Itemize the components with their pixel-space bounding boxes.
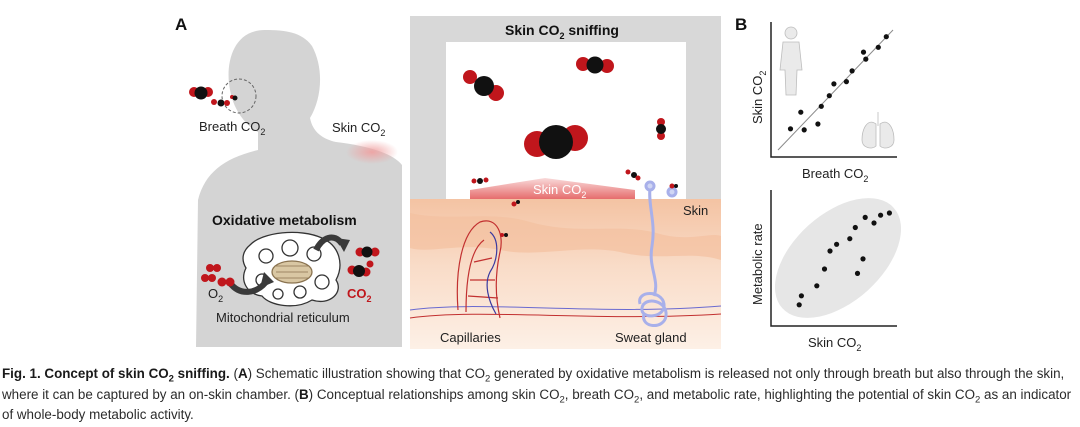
metabolism-title: Oxidative metabolism xyxy=(212,212,357,228)
top-scatter-chart xyxy=(770,22,897,158)
caption-b-tag: B xyxy=(299,386,309,402)
bottom-xlabel: Skin CO2 xyxy=(808,335,861,353)
bottom-data-point-10 xyxy=(862,214,868,220)
sweat-gland-label: Sweat gland xyxy=(615,330,687,345)
caption-bold-lead: Fig. 1. Concept of skin CO2 sniffing. xyxy=(2,366,230,385)
bottom-data-point-4 xyxy=(827,248,833,254)
top-data-point-5 xyxy=(826,93,832,99)
top-data-point-8 xyxy=(849,68,855,74)
panel-b-label: B xyxy=(735,15,747,34)
figure: A Breath CO2 Skin CO2 Oxidative metaboli… xyxy=(175,15,902,353)
co2-label: CO2 xyxy=(347,286,372,304)
top-data-point-7 xyxy=(843,79,850,85)
sniffing-title: Skin CO2 sniffing xyxy=(505,22,619,41)
skin-co2-arrow-label: Skin CO2 xyxy=(533,182,586,200)
person-icon xyxy=(779,26,803,96)
top-ylabel: Skin CO2 xyxy=(750,71,768,124)
confidence-ellipse xyxy=(774,198,902,318)
breath-co2-label: Breath CO2 xyxy=(199,119,265,137)
lungs-icon xyxy=(861,112,895,149)
panel-a-label: A xyxy=(175,15,187,34)
o2-molecules xyxy=(201,264,235,287)
skin-layer-label: Skin xyxy=(683,203,708,218)
sniffing-chamber xyxy=(410,16,721,199)
bottom-data-point-2 xyxy=(814,283,820,289)
caption-a-tag: A xyxy=(237,366,248,381)
sweat-gland-icon xyxy=(638,180,678,327)
top-data-point-1 xyxy=(801,127,807,133)
bottom-data-point-0 xyxy=(796,302,802,308)
top-data-point-12 xyxy=(883,34,889,40)
bottom-data-point-13 xyxy=(886,210,893,216)
bottom-data-point-6 xyxy=(834,241,840,247)
top-data-point-2 xyxy=(798,109,804,115)
skin-co2-arrow xyxy=(470,178,635,199)
bottom-data-point-11 xyxy=(871,220,877,226)
top-xlabel: Breath CO2 xyxy=(802,166,868,184)
o2-label: O2 xyxy=(208,286,223,304)
skin-layer xyxy=(409,199,722,349)
mitochondrial-reticulum-icon xyxy=(242,231,341,307)
top-data-point-4 xyxy=(818,103,824,109)
top-data-point-10 xyxy=(860,49,867,55)
breath-co2-molecules xyxy=(189,86,238,107)
chamber-co2-molecules xyxy=(463,56,678,237)
bottom-data-point-9 xyxy=(852,224,858,231)
bottom-data-point-12 xyxy=(878,212,884,218)
bottom-data-point-8 xyxy=(860,256,866,262)
o2-arrowhead xyxy=(260,272,274,288)
capillaries-label: Capillaries xyxy=(440,330,501,345)
reticulum-label: Mitochondrial reticulum xyxy=(216,310,350,325)
skin-co2-label: Skin CO2 xyxy=(332,120,385,138)
bottom-scatter-chart xyxy=(770,190,902,327)
bottom-ylabel: Metabolic rate xyxy=(750,223,765,305)
top-data-point-6 xyxy=(831,81,837,87)
skin-glow xyxy=(346,140,398,164)
top-data-point-3 xyxy=(815,121,821,127)
top-data-point-11 xyxy=(875,44,881,50)
top-trend-line xyxy=(777,29,894,151)
breath-zoom-circle xyxy=(221,78,257,114)
capillaries-icon xyxy=(456,220,502,319)
bottom-data-point-7 xyxy=(847,236,853,242)
top-data-point-0 xyxy=(787,126,794,132)
top-data-point-9 xyxy=(863,56,869,62)
co2-out-molecules xyxy=(347,246,380,277)
figure-caption: Fig. 1. Concept of skin CO2 sniffing. (A… xyxy=(2,366,1072,422)
bottom-data-point-3 xyxy=(821,266,828,272)
co2-arrowhead xyxy=(336,238,350,252)
bottom-data-point-5 xyxy=(854,270,861,276)
bottom-data-point-1 xyxy=(798,293,805,299)
